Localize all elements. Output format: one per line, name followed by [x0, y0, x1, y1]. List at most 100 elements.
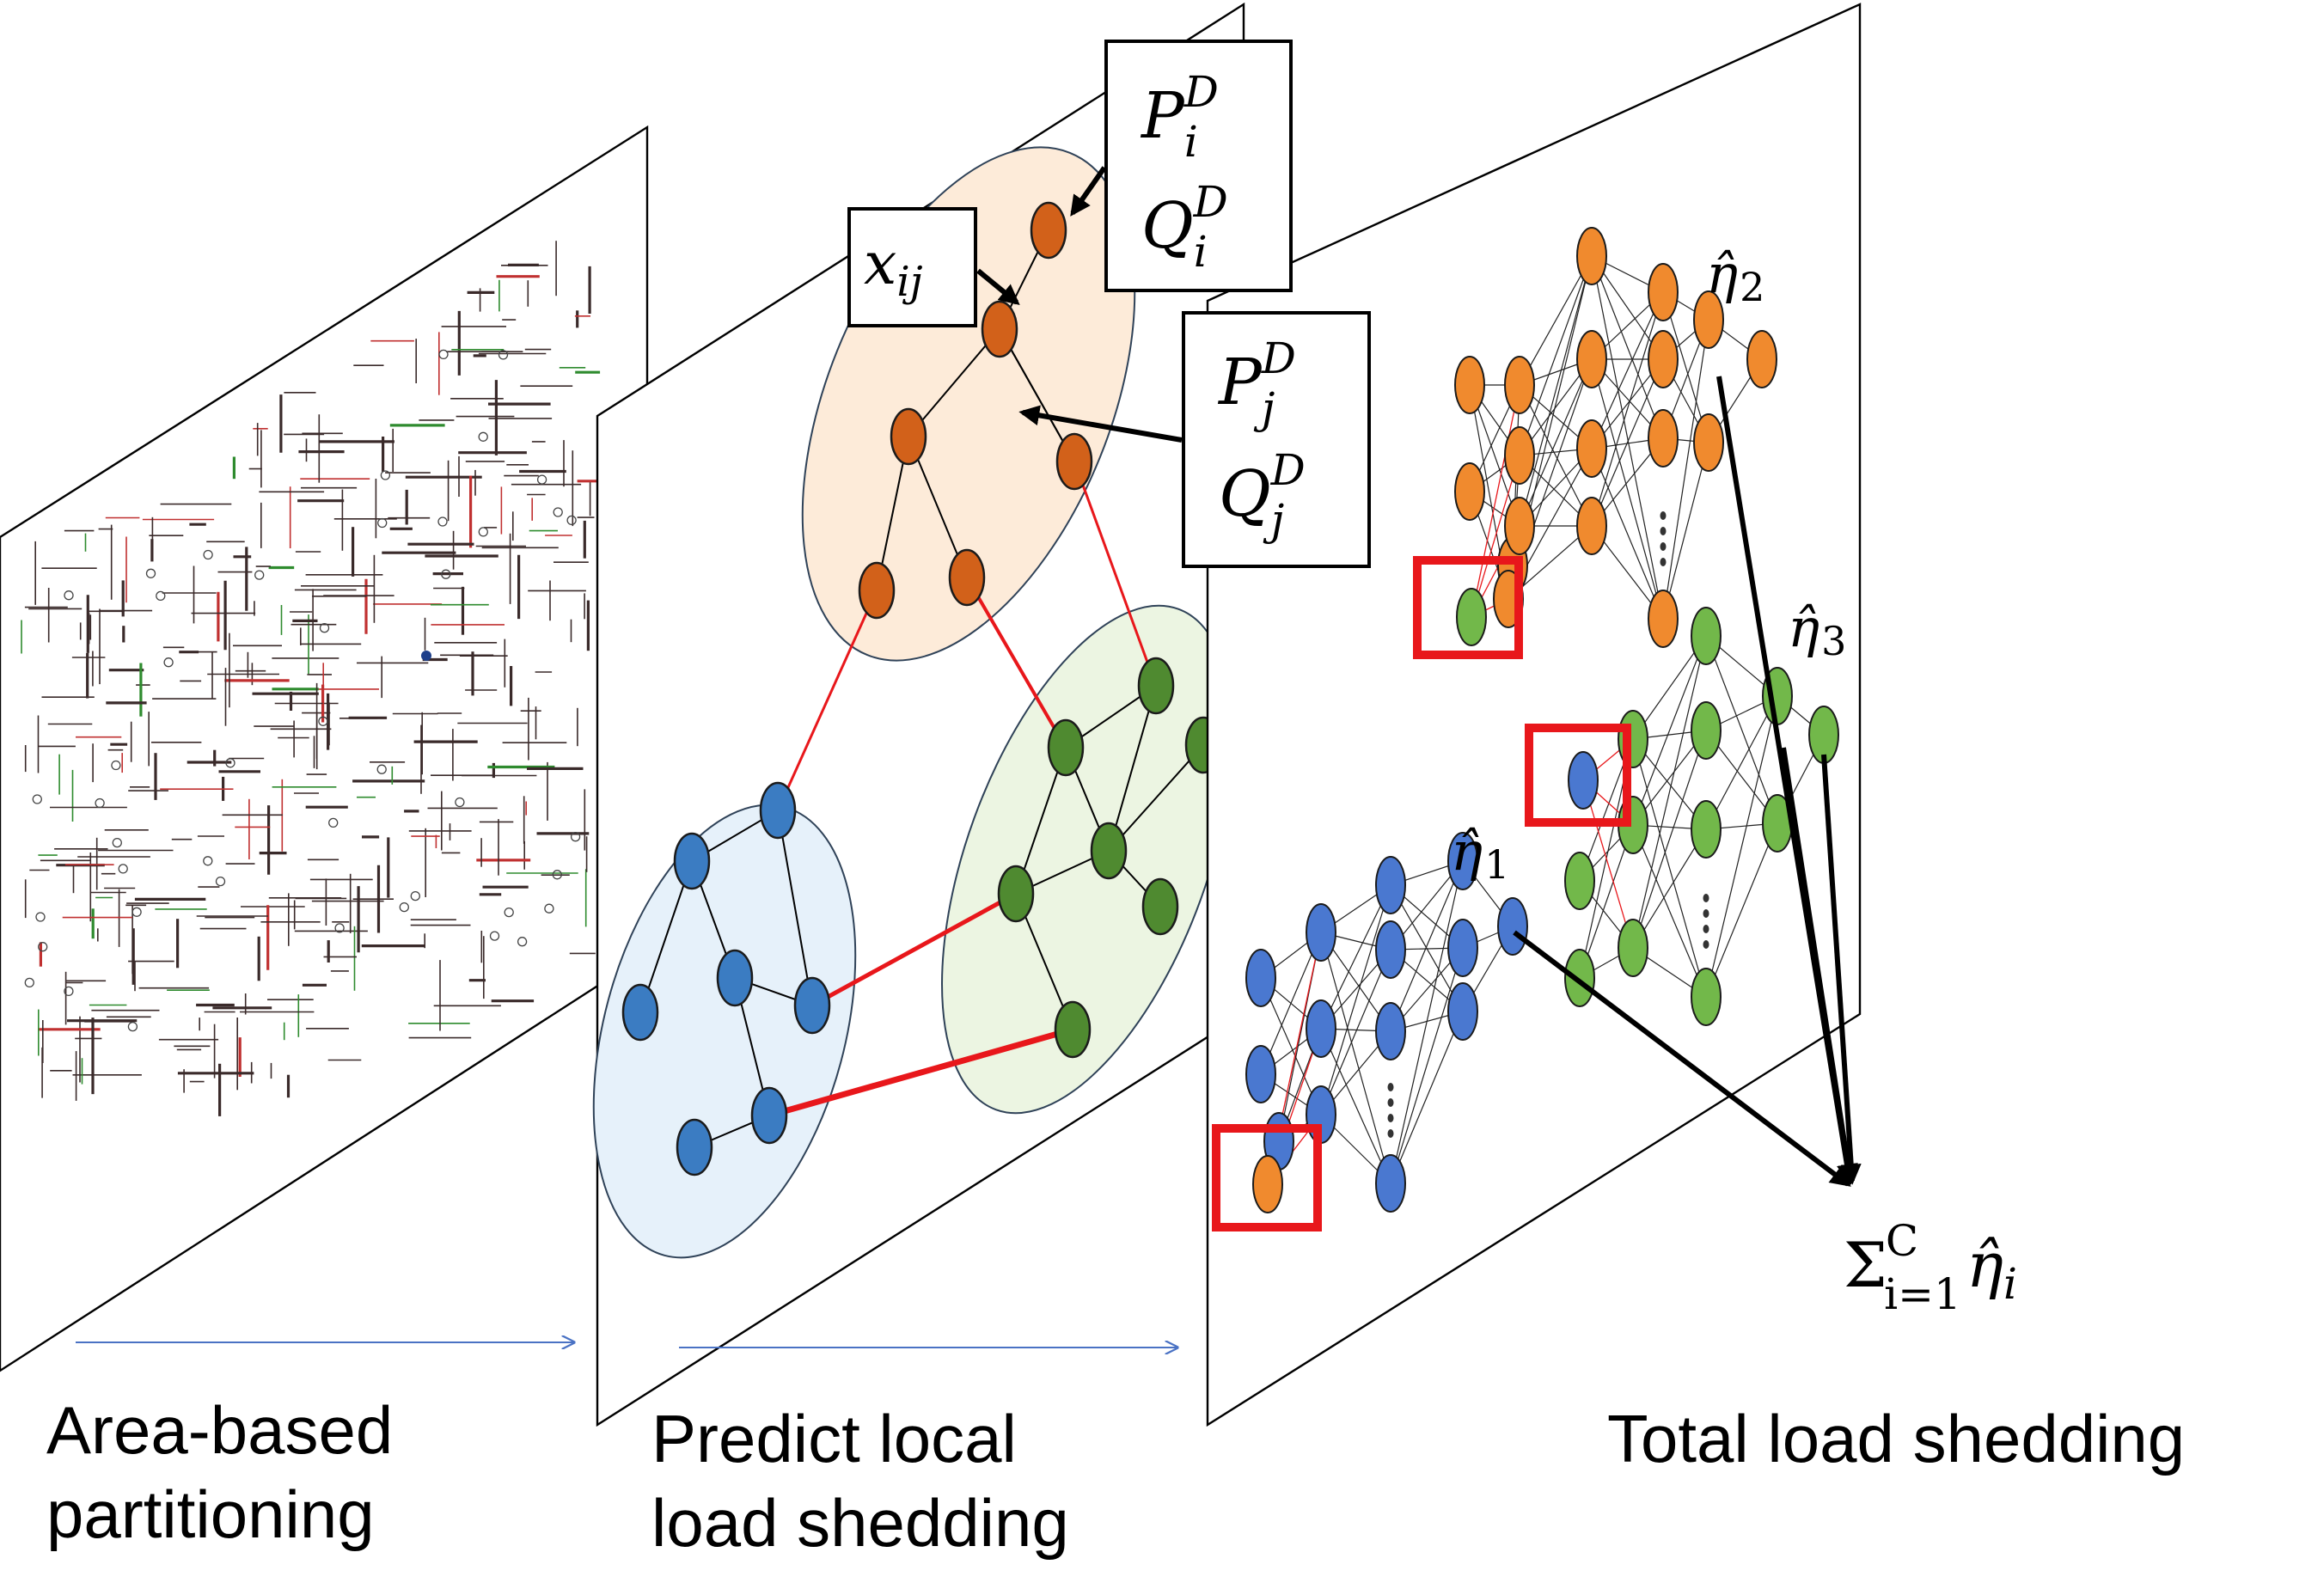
panel-total-shedding: [1206, 3, 1862, 1427]
graph-edge: [908, 328, 1000, 437]
generator-symbol: [319, 623, 330, 633]
bus-node-orange: [948, 548, 986, 607]
nn-connection: [1662, 442, 1709, 620]
nn-neuron: [1576, 419, 1607, 478]
nn-neuron: [1576, 330, 1607, 388]
neighbor-input-highlight: [1525, 724, 1631, 827]
nn-neuron: [1454, 462, 1485, 521]
nn-connection: [1320, 932, 1391, 1184]
bus-node-green: [1137, 657, 1175, 715]
nn-connection: [1591, 291, 1664, 527]
nn-neuron: [1497, 897, 1528, 956]
bus-node-green: [997, 865, 1035, 923]
nn-neuron: [1691, 607, 1722, 665]
generator-symbol: [553, 507, 563, 517]
nn-neuron: [1648, 409, 1679, 468]
nn-neuron: [1504, 426, 1535, 485]
nn-connection: [1320, 884, 1391, 1115]
generator-symbol: [112, 837, 122, 848]
bus-node-blue: [750, 1086, 788, 1145]
generator-symbol: [570, 832, 581, 842]
bus-node-green: [1047, 718, 1085, 777]
nn-neuron: [1447, 982, 1478, 1041]
nn-ellipsis-dot: [1660, 558, 1667, 566]
nn-connection: [1519, 255, 1593, 456]
nn-ellipsis-dot: [1387, 1083, 1394, 1091]
bus-node-orange: [1030, 201, 1067, 260]
generator-symbol: [380, 470, 391, 480]
nn-connection: [1390, 1011, 1464, 1184]
generator-symbol: [318, 716, 328, 726]
graph-edge: [999, 328, 1075, 462]
nn-neuron: [1576, 227, 1607, 285]
nn-neuron: [1746, 330, 1777, 388]
nn-ellipsis-dot: [1703, 925, 1709, 933]
generator-symbol: [438, 349, 449, 360]
panel-area-partitioning: [0, 125, 649, 1372]
nn-connection: [1632, 730, 1707, 949]
nn-neuron: [1691, 701, 1722, 760]
edge-feature-callout: xij: [847, 207, 1020, 327]
nn-connection: [1705, 822, 1778, 998]
generator-symbol: [127, 1021, 138, 1032]
aggregation-arrows: [1513, 376, 1862, 1187]
bus-node-blue: [759, 781, 797, 840]
nn-neuron: [1306, 999, 1336, 1058]
stage-label-local-line1: Predict local: [651, 1401, 1017, 1476]
nn-area-1: [1212, 832, 1528, 1231]
generator-symbol: [38, 942, 48, 952]
nn-neuron: [1375, 1154, 1406, 1213]
generator-symbol: [64, 986, 74, 997]
generator-symbol: [225, 758, 235, 768]
nn-neuron: [1375, 856, 1406, 914]
generator-symbol: [203, 549, 213, 560]
tie-line: [965, 576, 1067, 749]
nn-neuron: [1564, 949, 1595, 1007]
neighbor-input-highlight: [1212, 1124, 1322, 1231]
nn-connection: [1390, 860, 1464, 1184]
nn-neuron: [1618, 919, 1648, 977]
generator-symbol: [478, 431, 488, 442]
nn-connection: [1662, 319, 1709, 620]
nn-neuron: [1447, 832, 1478, 890]
nn-ellipsis-dot: [1387, 1129, 1394, 1138]
generator-symbol: [64, 590, 74, 601]
tie-line: [1073, 461, 1158, 687]
nn-neuron: [1245, 949, 1276, 1007]
stage-label-partitioning: Area-based partitioning: [46, 1388, 393, 1556]
generator-symbol: [131, 907, 142, 917]
nn-neuron: [1648, 590, 1679, 648]
nn-neuron: [1504, 356, 1535, 414]
nn-connection: [1632, 635, 1707, 949]
generator-symbol: [24, 977, 34, 988]
nn-neuron: [1375, 920, 1406, 979]
nn-connection: [1579, 824, 1634, 979]
output-label-1: η̂1: [1451, 820, 1509, 888]
nn-neighbor-input-neuron: [1252, 1155, 1283, 1213]
nn-connection: [1591, 255, 1664, 620]
tie-line: [768, 1026, 1073, 1119]
nn-external-link: [1471, 455, 1520, 618]
svg-text:xij: xij: [864, 230, 923, 306]
nn-ellipsis-dot: [1660, 527, 1667, 535]
generator-symbol: [334, 923, 345, 933]
nn-connection: [1519, 255, 1593, 527]
nn-connection: [1519, 358, 1593, 527]
generator-symbol: [203, 856, 213, 866]
generator-symbol: [498, 350, 509, 360]
generator-symbol: [254, 570, 265, 580]
svg-text:QDi: QDi: [1141, 177, 1228, 277]
generator-symbol: [544, 903, 554, 914]
nn-neuron: [1648, 330, 1679, 388]
bus-node-blue: [673, 832, 711, 890]
nn-neighbor-input-neuron: [1568, 751, 1599, 810]
bus-node-green: [1054, 1000, 1092, 1059]
stage-label-total-shedding: Total load shedding: [1607, 1396, 2185, 1481]
graph-edge: [1108, 685, 1157, 852]
bus-node-orange: [858, 561, 896, 620]
generator-symbol: [95, 798, 105, 809]
nn-ellipsis-dot: [1660, 511, 1667, 520]
nn-connection: [1632, 824, 1707, 998]
